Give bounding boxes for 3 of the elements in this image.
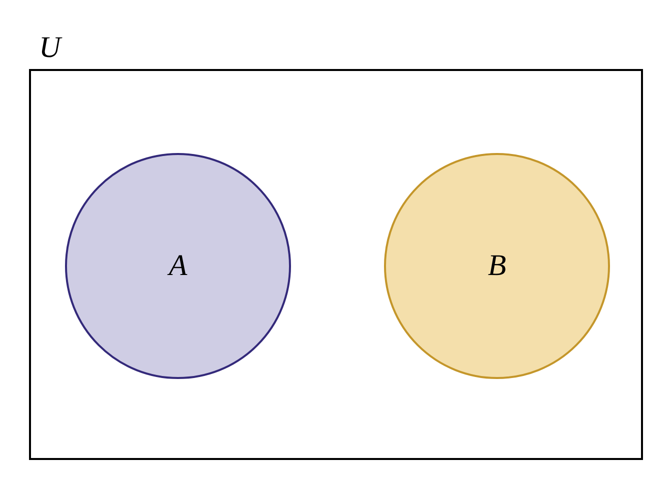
set-label: U: [39, 33, 61, 63]
set-label: A: [168, 251, 188, 281]
set-label: B: [488, 251, 506, 281]
